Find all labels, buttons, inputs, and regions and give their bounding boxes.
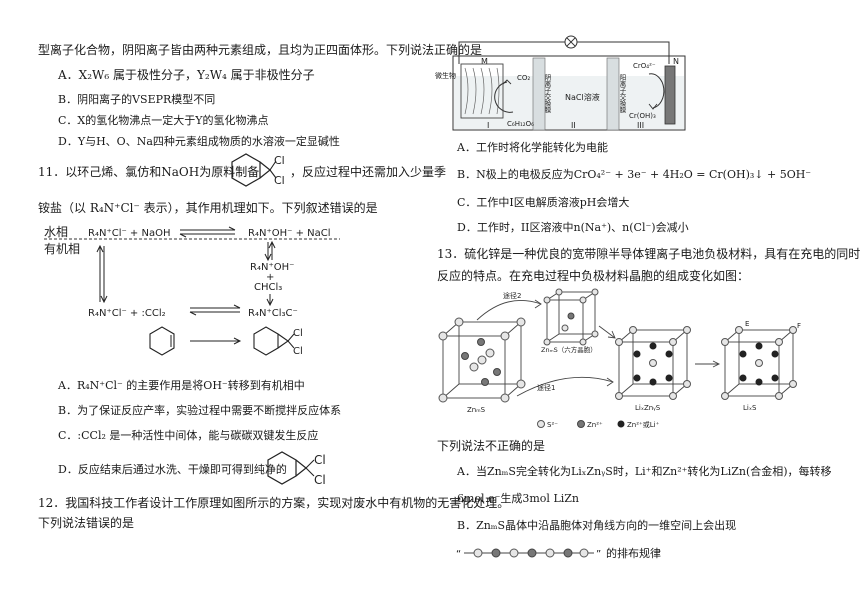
top-right-species: R₄N⁺OH⁻ + NaCl <box>248 228 331 239</box>
svg-text:LiₓZnᵧS: LiₓZnᵧS <box>635 404 661 412</box>
q13-line-2: 反应的特点。在充电过程中负极材料晶胞的组成变化如图： <box>437 269 750 283</box>
organic-phase-label: 有机相 <box>44 242 80 256</box>
svg-text:阳离子交换膜: 阳离子交换膜 <box>618 73 626 115</box>
q12-option-b: B．N极上的电极反应为CrO₄²⁻ + 3e⁻ + 4H₂O = Cr(OH)₃… <box>457 168 812 181</box>
q12-option-a: A．工作时将化学能转化为电能 <box>457 141 608 154</box>
q10-option-d: D．Y与H、O、Na四种元素组成物质的水溶液一定显碱性 <box>58 135 340 148</box>
q11-option-d: D．反应结束后通过水洗、干燥即可得到纯净的 <box>58 463 287 476</box>
q11-option-b: B．为了保证反应产率，实验过程中需要不断搅拌反应体系 <box>58 404 342 417</box>
svg-text:Zn²⁺或Li⁺: Zn²⁺或Li⁺ <box>627 420 660 429</box>
q11-stem-a: 11．以环己烯、氯仿和NaOH为原料制备 <box>38 165 260 179</box>
q11-option-c: C．:CCl₂ 是一种活性中间体，能与碳碳双键发生反应 <box>58 429 319 442</box>
svg-text:”: ” <box>596 549 601 560</box>
mid-species-1: R₄N⁺OH⁻ <box>250 262 294 273</box>
svg-text:E: E <box>745 320 749 328</box>
svg-text:F: F <box>797 322 801 330</box>
svg-text:CrO₄²⁻: CrO₄²⁻ <box>633 62 656 70</box>
cell-lixs <box>721 326 797 400</box>
svg-text:阴离子交换膜: 阴离子交换膜 <box>543 73 551 115</box>
label-m: M <box>481 57 488 66</box>
svg-text:C₆H₁₂O₆: C₆H₁₂O₆ <box>507 120 534 128</box>
mechanism-diagram: 水相 有机相 R₄N⁺Cl⁻ + NaOH R₄N⁺OH⁻ + NaCl R₄N… <box>44 225 340 357</box>
q11-stem-c: 铵盐（以 R₄N⁺Cl⁻ 表示），其作用机理如下。下列叙述错误的是 <box>38 201 378 215</box>
q13-option-a-line-1: A．当ZnₘS完全转化为LiₓZnᵧS时，Li⁺和Zn²⁺转化为LiZn(合金相… <box>457 465 832 478</box>
svg-text:微生物: 微生物 <box>435 71 456 80</box>
mid-plus: + <box>266 272 274 283</box>
electrochemical-cell-diagram: 微生物 M N CO₂ C₆H₁₂O₆ NaCl溶液 CrO₄²⁻ Cr(OH)… <box>435 35 686 131</box>
svg-text:LiₓS: LiₓS <box>743 404 757 412</box>
svg-text:NaCl溶液: NaCl溶液 <box>565 92 600 102</box>
water-phase-label: 水相 <box>44 225 68 239</box>
svg-text:Cl: Cl <box>314 473 326 487</box>
q11-option-a: A．R₄N⁺Cl⁻ 的主要作用是将OH⁻转移到有机相中 <box>58 379 305 392</box>
cell-tank <box>452 55 686 131</box>
q10-intro: 型离子化合物，阴阳离子皆由两种元素组成，且均为正四面体形。下列说法正确的是 <box>38 43 483 57</box>
cl-label: Cl <box>274 154 285 167</box>
svg-text:S²⁻: S²⁻ <box>547 421 558 429</box>
anion-membrane <box>532 57 546 131</box>
crystal-cell-diagram: ZnₘS 途径2 ZnₘS（六方晶胞） 途径1 <box>438 288 801 429</box>
bottom-right-species: R₄N⁺Cl₃C⁻ <box>248 308 298 319</box>
mid-species-2: CHCl₃ <box>254 282 282 293</box>
electrode-m <box>460 63 504 119</box>
q13-option-b: B．ZnₘS晶体中沿晶胞体对角线方向的一维空间上会出现 <box>457 519 737 532</box>
q12-line-1: 12．我国科技工作者设计工作原理如图所示的方案，实现对废水中有机物的无害化处理。 <box>38 496 510 510</box>
svg-text:Cr(OH)₃: Cr(OH)₃ <box>629 112 656 120</box>
svg-text:ZnₘS: ZnₘS <box>467 406 486 414</box>
q13-option-a-line-2: 6mol e⁻生成3mol LiZn <box>457 492 579 505</box>
bottom-left-species: R₄N⁺Cl⁻ + :CCl₂ <box>88 308 166 319</box>
crystal-legend: S²⁻ Zn²⁺ Zn²⁺或Li⁺ <box>537 420 660 429</box>
svg-text:Zn²⁺: Zn²⁺ <box>587 421 603 429</box>
svg-text:CO₂: CO₂ <box>517 74 530 82</box>
q10-option-c: C．X的氢化物沸点一定大于Y的氢化物沸点 <box>58 114 269 127</box>
cation-membrane <box>606 57 620 131</box>
top-left-species: R₄N⁺Cl⁻ + NaOH <box>88 228 171 239</box>
cl-label: Cl <box>274 174 285 187</box>
q13-ask: 下列说法不正确的是 <box>437 439 546 453</box>
cell-znms-hex <box>543 288 599 346</box>
cell-lixznys <box>615 326 691 400</box>
svg-text:Cl: Cl <box>293 346 303 357</box>
product-structure: Cl Cl <box>253 326 303 357</box>
dichloronorcarane-structure-1: Cl Cl <box>231 153 285 187</box>
q12-option-c: C．工作中I区电解质溶液pH会增大 <box>457 196 630 209</box>
q10-option-b: B．阴阳离子的VSEPR模型不同 <box>58 93 216 106</box>
q10-option-a: A．X₂W₆ 属于极性分子，Y₂W₄ 属于非极性分子 <box>58 68 315 82</box>
q13-line-1: 13．硫化锌是一种优良的宽带隙半导体锂离子电池负极材料，具有在充电的同时合金化 <box>437 247 860 261</box>
q12-option-d: D．工作时，II区溶液中n(Na⁺)、n(Cl⁻)会减小 <box>457 221 689 234</box>
q13-option-b-tail: 的排布规律 <box>606 547 661 560</box>
q12-line-2: 下列说法错误的是 <box>38 516 135 530</box>
electrode-n <box>664 65 676 125</box>
svg-text:I: I <box>487 121 489 130</box>
svg-text:途径1: 途径1 <box>537 383 555 392</box>
dichloronorcarane-structure-2: Cl Cl <box>267 451 326 487</box>
cyclohexene-structure <box>149 326 175 356</box>
svg-text:Cl: Cl <box>314 453 326 467</box>
svg-text:II: II <box>571 121 576 130</box>
q11-stem-b: ，反应过程中还需加入少量季 <box>290 165 447 179</box>
svg-text:ZnₘS（六方晶胞）: ZnₘS（六方晶胞） <box>541 345 597 354</box>
svg-text:Cl: Cl <box>293 328 303 339</box>
atom-chain-pattern: “ ” <box>456 548 601 560</box>
svg-text:途径2: 途径2 <box>503 291 521 300</box>
svg-text:III: III <box>637 121 644 130</box>
svg-text:“: “ <box>456 549 461 560</box>
cell-znms <box>438 317 526 403</box>
label-n: N <box>673 57 679 66</box>
